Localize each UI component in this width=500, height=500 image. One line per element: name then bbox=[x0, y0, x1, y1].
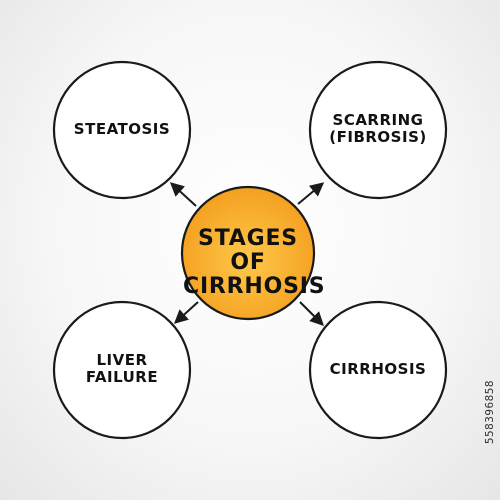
center-label-line-2: CIRRHOSIS bbox=[183, 274, 326, 300]
node-label-liver-failure-line-1: LIVER bbox=[96, 351, 148, 369]
node-label-liver-failure: LIVER FAILURE bbox=[67, 351, 177, 387]
node-circle-liver-failure bbox=[52, 300, 192, 440]
center-label-line-1: STAGES OF bbox=[198, 226, 298, 276]
node-label-steatosis-line-1: STEATOSIS bbox=[73, 120, 171, 138]
stock-id-watermark: 558396858 bbox=[483, 380, 496, 445]
node-label-cirrhosis-line-1: CIRRHOSIS bbox=[329, 360, 427, 378]
node-circle-cirrhosis bbox=[308, 300, 448, 440]
node-label-liver-failure-line-2: FAILURE bbox=[85, 368, 159, 387]
arrow-to-scarring bbox=[297, 182, 325, 205]
node-label-scarring-line-1: SCARRING bbox=[332, 111, 424, 129]
node-circle-scarring bbox=[308, 60, 448, 200]
center-label: STAGES OF CIRRHOSIS bbox=[183, 226, 326, 300]
arrow-to-steatosis bbox=[169, 182, 197, 207]
node-circle-steatosis bbox=[52, 60, 192, 200]
arrow-to-liver-failure bbox=[173, 301, 199, 324]
node-label-cirrhosis: CIRRHOSIS bbox=[323, 360, 433, 378]
center-circle bbox=[180, 185, 316, 321]
arrow-to-cirrhosis bbox=[299, 301, 324, 326]
node-label-scarring: SCARRING (FIBROSIS) bbox=[323, 111, 433, 147]
node-label-scarring-line-2: (FIBROSIS) bbox=[329, 128, 427, 147]
node-label-steatosis: STEATOSIS bbox=[67, 120, 177, 138]
